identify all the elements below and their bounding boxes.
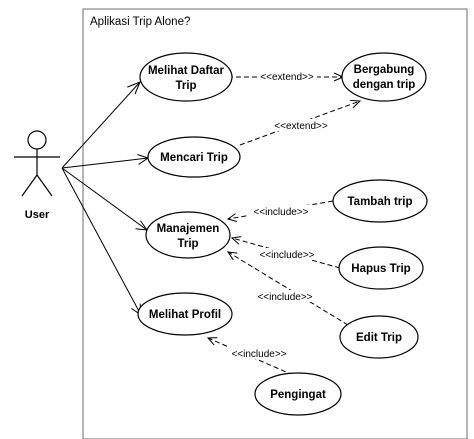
association-arrowhead — [127, 81, 141, 95]
association-melihat-profil — [61, 167, 142, 316]
svg-text:Trip: Trip — [175, 80, 196, 92]
include-label: <<include>> — [257, 292, 312, 303]
svg-text:Bergabung: Bergabung — [354, 64, 415, 76]
use-case-bergabung-dengan-trip: Bergabung dengan trip — [341, 52, 427, 102]
actor-associations — [61, 81, 150, 316]
extend-label: <<extend>> — [274, 121, 328, 132]
use-case-tambah-trip: Tambah trip — [332, 179, 428, 223]
include-arrowhead — [226, 213, 237, 222]
include-line — [227, 200, 334, 220]
include-label: <<include>> — [253, 207, 308, 218]
system-boundary: Aplikasi Trip Alone? — [82, 8, 468, 439]
use-case-manajemen-trip: Manajemen Trip — [145, 211, 231, 259]
stick-figure-icon — [14, 130, 60, 197]
actor-user: User — [14, 130, 60, 221]
extend-line — [239, 100, 361, 146]
association-melihat-daftar — [61, 81, 141, 169]
use-case-hapus-trip: Hapus Trip — [338, 246, 424, 290]
svg-text:Tambah trip: Tambah trip — [348, 196, 413, 208]
svg-text:Hapus Trip: Hapus Trip — [351, 263, 410, 275]
actor-label: User — [25, 209, 50, 221]
svg-text:Melihat Profil: Melihat Profil — [149, 309, 221, 321]
association-manajemen-trip — [61, 167, 148, 231]
extend-label: <<extend>> — [260, 72, 314, 83]
svg-text:Melihat Daftar: Melihat Daftar — [148, 65, 225, 77]
use-case-melihat-daftar-trip: Melihat Daftar Trip — [139, 52, 233, 102]
include-label: <<include>> — [231, 349, 286, 360]
svg-text:Pengingat: Pengingat — [270, 389, 326, 401]
include-line — [227, 251, 349, 326]
svg-text:Trip: Trip — [177, 238, 198, 250]
association-mencari-trip — [61, 157, 149, 169]
svg-text:dengan trip: dengan trip — [353, 79, 416, 91]
use-case-pengingat: Pengingat — [254, 372, 342, 416]
include-arrowhead — [206, 337, 218, 346]
svg-text:Manajemen: Manajemen — [157, 223, 220, 235]
extend-arrowhead — [350, 99, 362, 109]
include-arrowhead — [226, 251, 238, 261]
use-case-edit-trip: Edit Trip — [339, 315, 419, 359]
stereotype-labels: <<extend>> <<extend>> <<include>> <<incl… — [226, 70, 332, 360]
use-case-mencari-trip: Mencari Trip — [147, 136, 241, 178]
system-title: Aplikasi Trip Alone? — [90, 16, 190, 28]
use-case-melihat-profil: Melihat Profil — [137, 292, 233, 336]
include-arrowhead — [230, 236, 242, 245]
svg-text:Mencari Trip: Mencari Trip — [160, 152, 228, 164]
dependencies — [206, 72, 362, 376]
include-label: <<include>> — [259, 250, 314, 261]
svg-text:Edit Trip: Edit Trip — [356, 332, 402, 344]
